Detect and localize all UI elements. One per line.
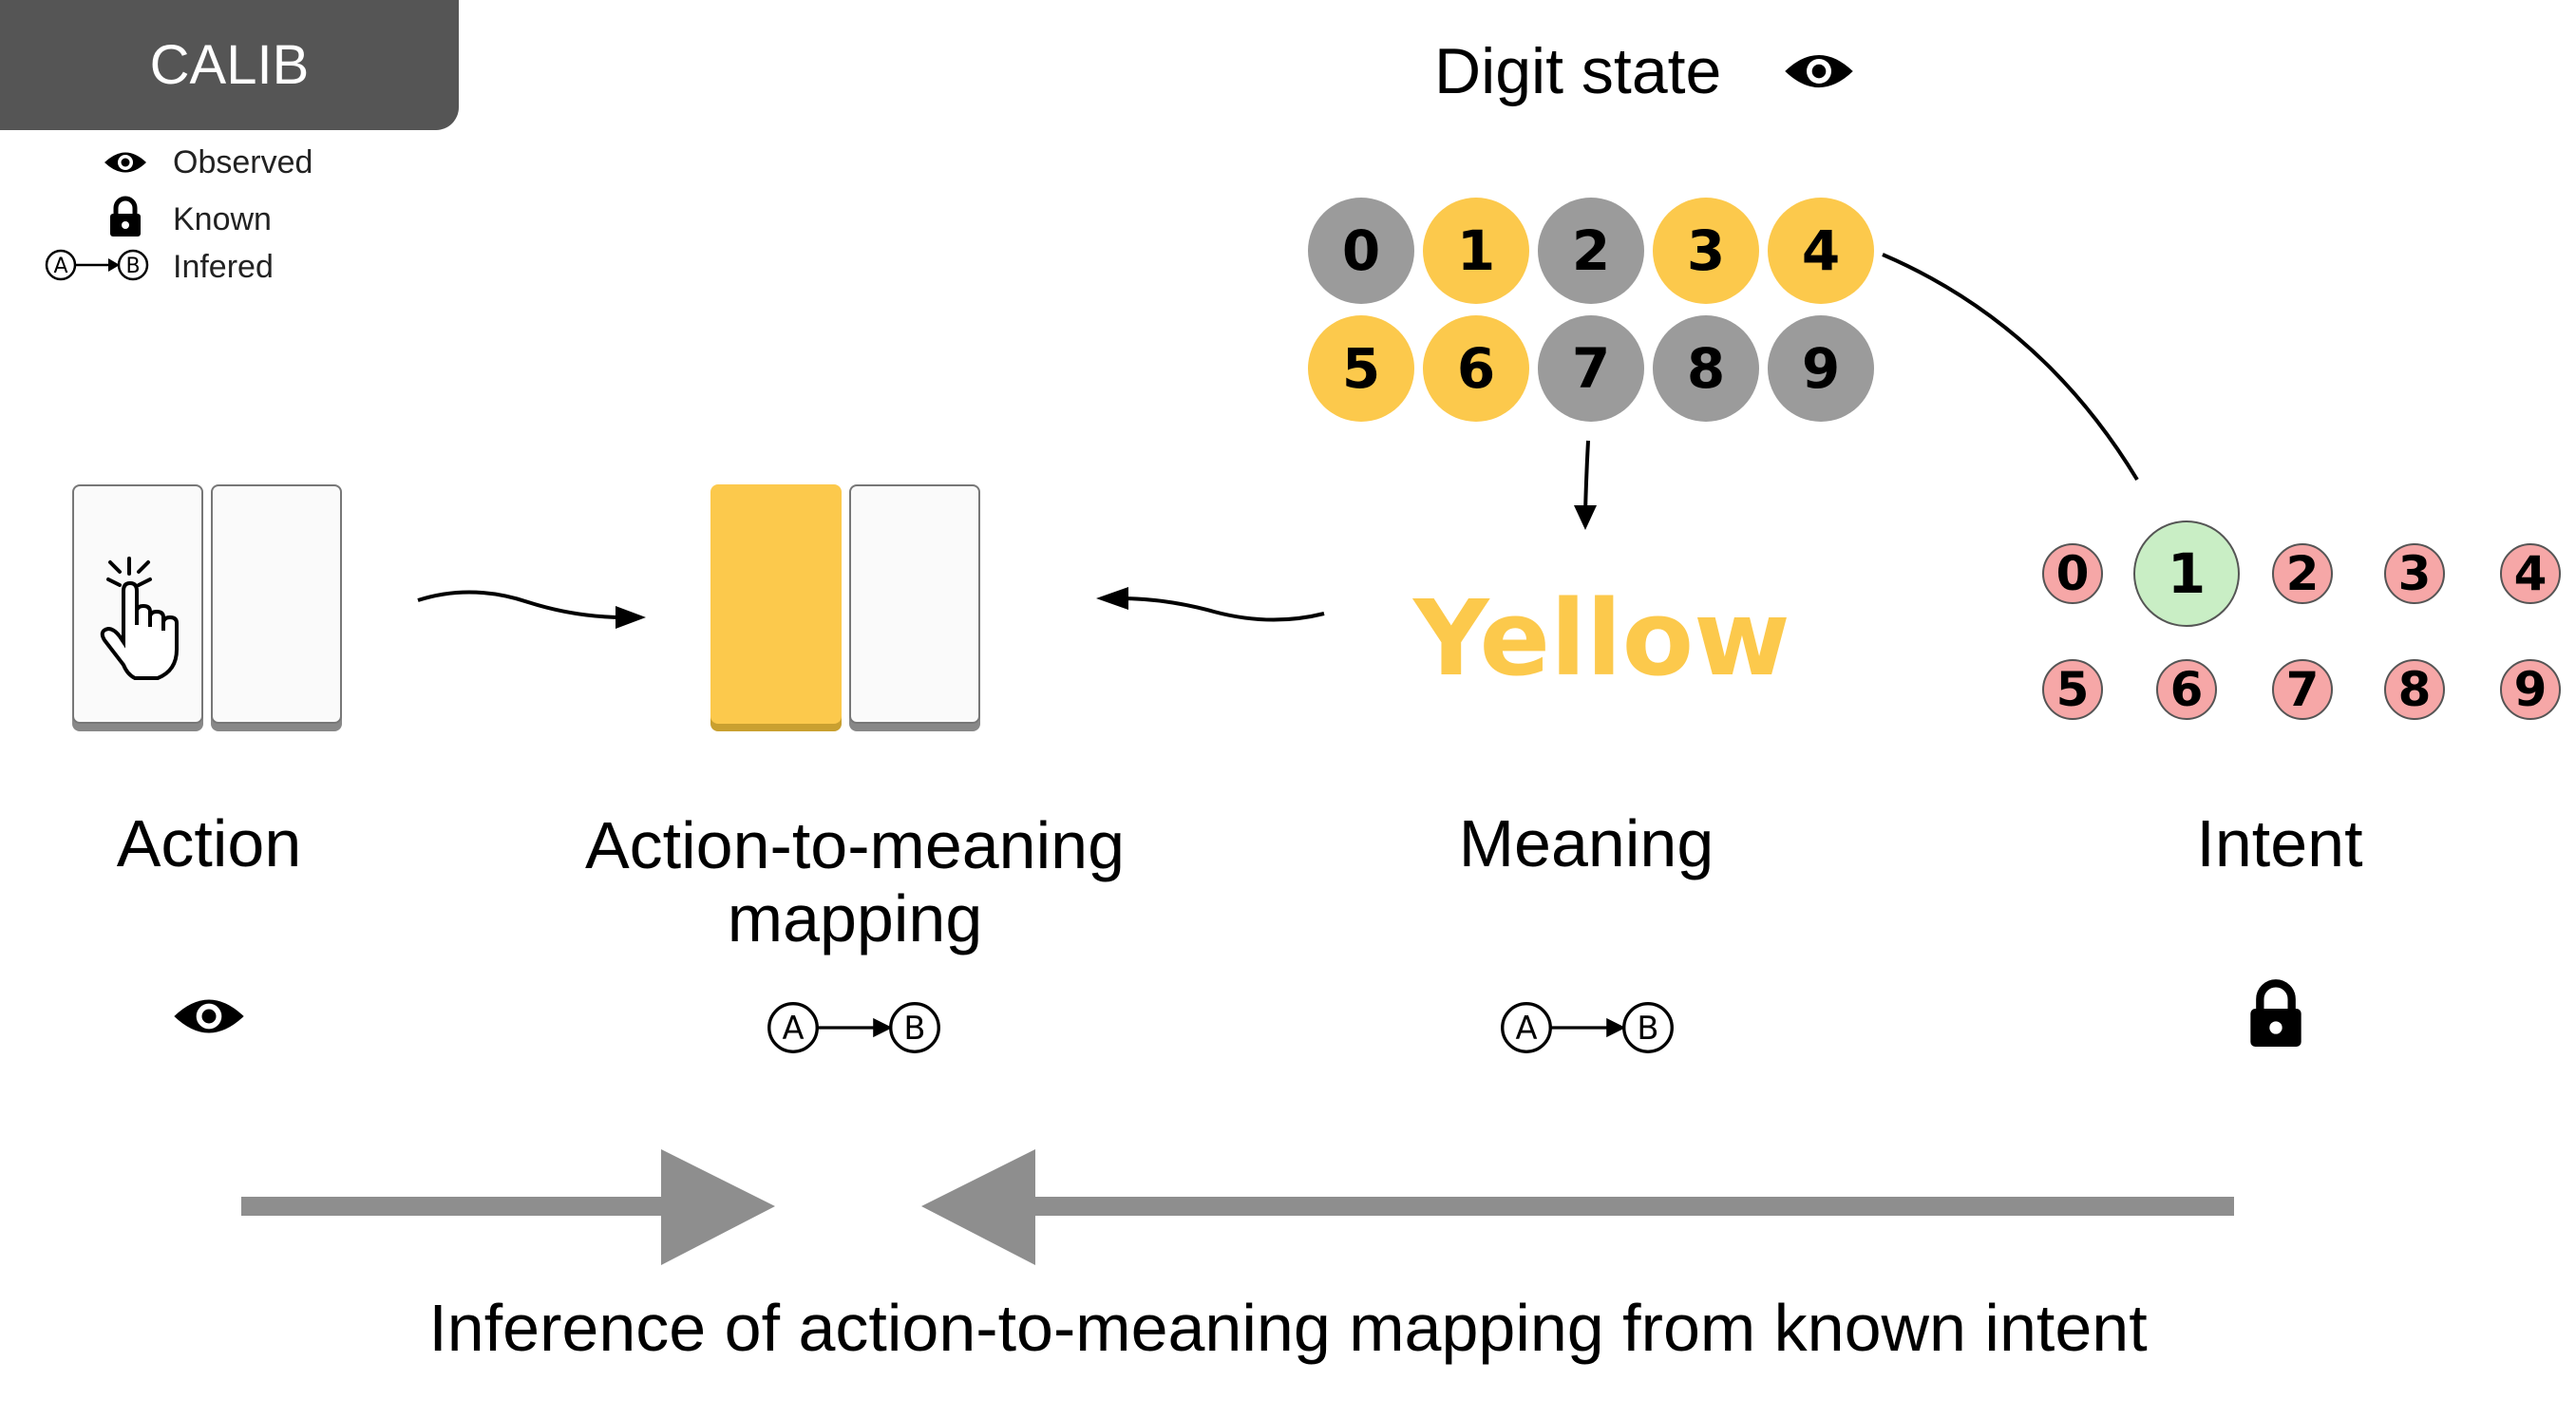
digit-state-0: 0 <box>1308 198 1414 304</box>
digit-to-meaning-arrow <box>1574 440 1597 530</box>
intent-digit-1: 1 <box>2133 520 2240 627</box>
mapping-node-b: B <box>903 1010 925 1047</box>
intent-digit-5: 5 <box>2042 659 2103 720</box>
action-card-right[interactable] <box>211 484 342 724</box>
meaning-word: Yellow <box>1413 577 1790 699</box>
action-card-left[interactable] <box>72 484 203 724</box>
label-action: Action <box>57 807 361 880</box>
meaning-word-text: Yellow <box>1413 577 1790 699</box>
eye-icon <box>104 152 146 173</box>
intent-digit-8: 8 <box>2384 659 2445 720</box>
intent-digit-2: 2 <box>2272 543 2333 604</box>
legend: Observed Known A B Infered <box>38 142 351 294</box>
caption: Inference of action-to-meaning mapping f… <box>0 1290 2576 1366</box>
legend-node-a: A <box>53 255 67 278</box>
inference-icon: A B <box>767 1002 940 1053</box>
legend-known-label: Known <box>173 201 272 237</box>
inference-icon: A B <box>1501 1002 1674 1053</box>
digit-state-title-text: Digit state <box>1434 35 1722 107</box>
legend-observed-label: Observed <box>173 144 313 180</box>
label-meaning-text: Meaning <box>1458 806 1714 880</box>
label-action-text: Action <box>116 806 302 880</box>
digit-state-2: 2 <box>1538 198 1644 304</box>
lock-icon <box>110 196 141 236</box>
eye-icon <box>1785 54 1853 88</box>
backward-inference-arrow <box>921 1149 2234 1265</box>
digit-state-6: 6 <box>1423 315 1529 422</box>
inference-icon: A B <box>45 249 149 281</box>
meaning-node-a: A <box>1515 1010 1537 1047</box>
meaning-node-b: B <box>1637 1010 1658 1047</box>
digit-to-intent-connector <box>1882 253 2139 482</box>
tap-hand-icon <box>100 557 179 680</box>
digit-state-1: 1 <box>1423 198 1529 304</box>
action-to-mapping-arrow <box>417 590 646 629</box>
digit-state-title: Digit state <box>1434 34 1721 108</box>
label-intent-text: Intent <box>2196 806 2363 880</box>
intent-digit-0: 0 <box>2042 543 2103 604</box>
digit-state-9: 9 <box>1768 315 1874 422</box>
intent-digit-9: 9 <box>2500 659 2561 720</box>
caption-text: Inference of action-to-meaning mapping f… <box>428 1291 2148 1365</box>
intent-digit-7: 7 <box>2272 659 2333 720</box>
digit-state-4: 4 <box>1768 198 1874 304</box>
legend-node-b: B <box>125 255 140 278</box>
mapping-card-left <box>710 484 842 724</box>
eye-icon <box>174 999 244 1033</box>
digit-state-5: 5 <box>1308 315 1414 422</box>
intent-digit-3: 3 <box>2384 543 2445 604</box>
label-mapping-line2: mapping <box>727 881 983 955</box>
legend-inferred-label: Infered <box>173 249 274 285</box>
label-mapping-line1: Action-to-meaning <box>584 808 1126 882</box>
digit-state-7: 7 <box>1538 315 1644 422</box>
meaning-to-mapping-arrow <box>1096 587 1325 622</box>
calib-tag-label: CALIB <box>149 34 310 96</box>
label-meaning: Meaning <box>1396 807 1776 880</box>
label-mapping: Action-to-meaning mapping <box>532 809 1178 955</box>
intent-digit-6: 6 <box>2156 659 2217 720</box>
intent-digit-4: 4 <box>2500 543 2561 604</box>
digit-state-8: 8 <box>1653 315 1759 422</box>
mapping-node-a: A <box>782 1010 804 1047</box>
digit-state-3: 3 <box>1653 198 1759 304</box>
lock-icon <box>2250 979 2301 1047</box>
label-intent: Intent <box>2090 807 2470 880</box>
calib-tag: CALIB <box>0 0 459 130</box>
forward-inference-arrow <box>241 1149 775 1265</box>
mapping-card-right <box>849 484 980 724</box>
